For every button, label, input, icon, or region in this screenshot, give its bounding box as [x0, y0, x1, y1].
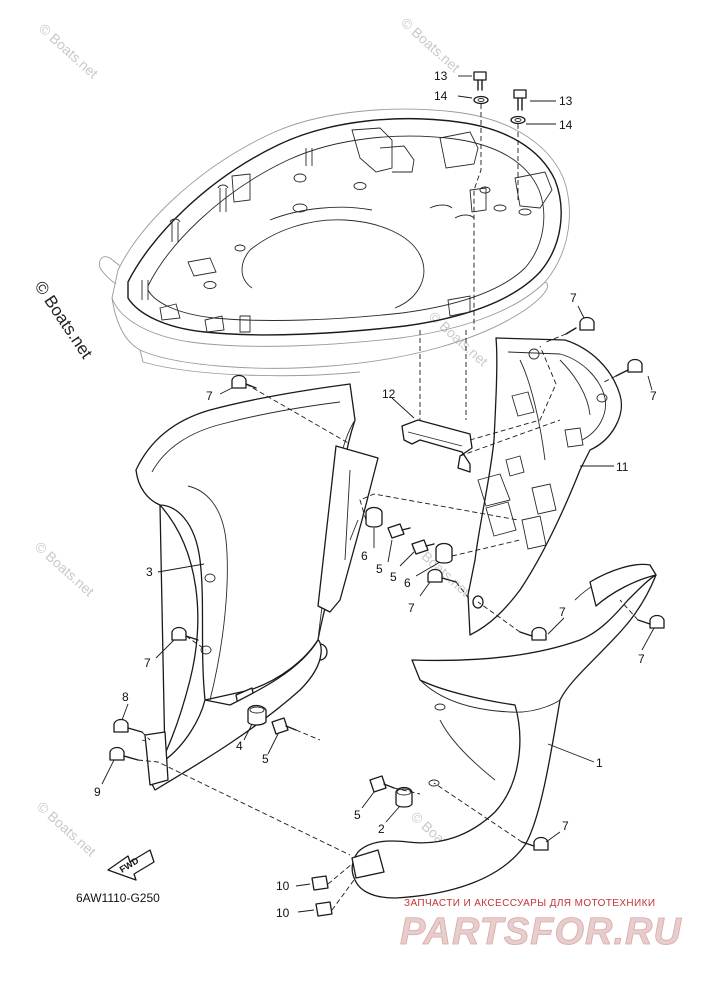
callout-label: 10 — [276, 879, 290, 893]
top-cowling — [99, 108, 570, 377]
callout-label: 4 — [236, 739, 243, 753]
callout-label: 7 — [562, 819, 569, 833]
watermark-tile: © Boats.net — [32, 538, 97, 599]
callout-label: 5 — [390, 570, 397, 584]
callout-label: 10 — [276, 906, 290, 920]
side-watermark: © Boats.net — [31, 278, 97, 363]
fwd-arrow: FWD — [107, 849, 155, 881]
callout-label: 5 — [262, 752, 269, 766]
callout-label: 11 — [616, 460, 629, 474]
watermark-tile: © Boats.net — [34, 798, 99, 859]
watermark-tile: © Boats.net — [398, 14, 463, 75]
callout-label: 9 — [94, 785, 101, 799]
callout-label: 2 — [378, 822, 385, 836]
callouts: 13 14 13 14 7 7 7 12 11 3 6 5 5 6 7 7 7 … — [94, 69, 657, 920]
callout-label: 7 — [408, 601, 415, 615]
callout-label: 3 — [146, 565, 153, 579]
fasteners — [109, 71, 665, 917]
assembly-lines — [137, 104, 639, 911]
callout-label: 14 — [559, 118, 573, 132]
callout-label: 7 — [650, 389, 657, 403]
callout-label: 12 — [382, 387, 396, 401]
part-3-apron — [135, 383, 379, 716]
shop-tagline: ЗАПЧАСТИ И АКСЕССУАРЫ ДЛЯ МОТОТЕХНИКИ — [404, 898, 655, 909]
leader-lines — [101, 75, 655, 913]
lower-shroud — [141, 504, 322, 791]
callout-label: 6 — [404, 576, 411, 590]
callout-label: 7 — [144, 656, 151, 670]
callout-label: 13 — [559, 94, 573, 108]
callout-label: 14 — [434, 89, 448, 103]
watermark-tile: © Boats.net — [36, 20, 101, 81]
callout-label: 7 — [206, 389, 213, 403]
callout-label: 7 — [638, 652, 645, 666]
part-1-lower-cover — [351, 563, 657, 899]
callout-label: 5 — [376, 562, 383, 576]
callout-label: 7 — [559, 605, 566, 619]
callout-label: 5 — [354, 808, 361, 822]
callout-label: 1 — [596, 756, 603, 770]
shop-badge: ЗАПЧАСТИ И АКСЕССУАРЫ ДЛЯ МОТОТЕХНИКИ PA… — [400, 898, 682, 953]
watermark-tile: © Boats.net — [426, 308, 491, 369]
callout-label: 7 — [570, 291, 577, 305]
callout-label: 6 — [361, 549, 368, 563]
callout-label: 8 — [122, 690, 129, 704]
part-12-bracket — [401, 419, 473, 473]
bottom-cowl-frame — [127, 117, 562, 336]
diagram-code: 6AW1110-G250 — [76, 891, 160, 905]
callout-label: 13 — [434, 69, 448, 83]
shop-name: PARTSFOR.RU — [400, 911, 682, 953]
